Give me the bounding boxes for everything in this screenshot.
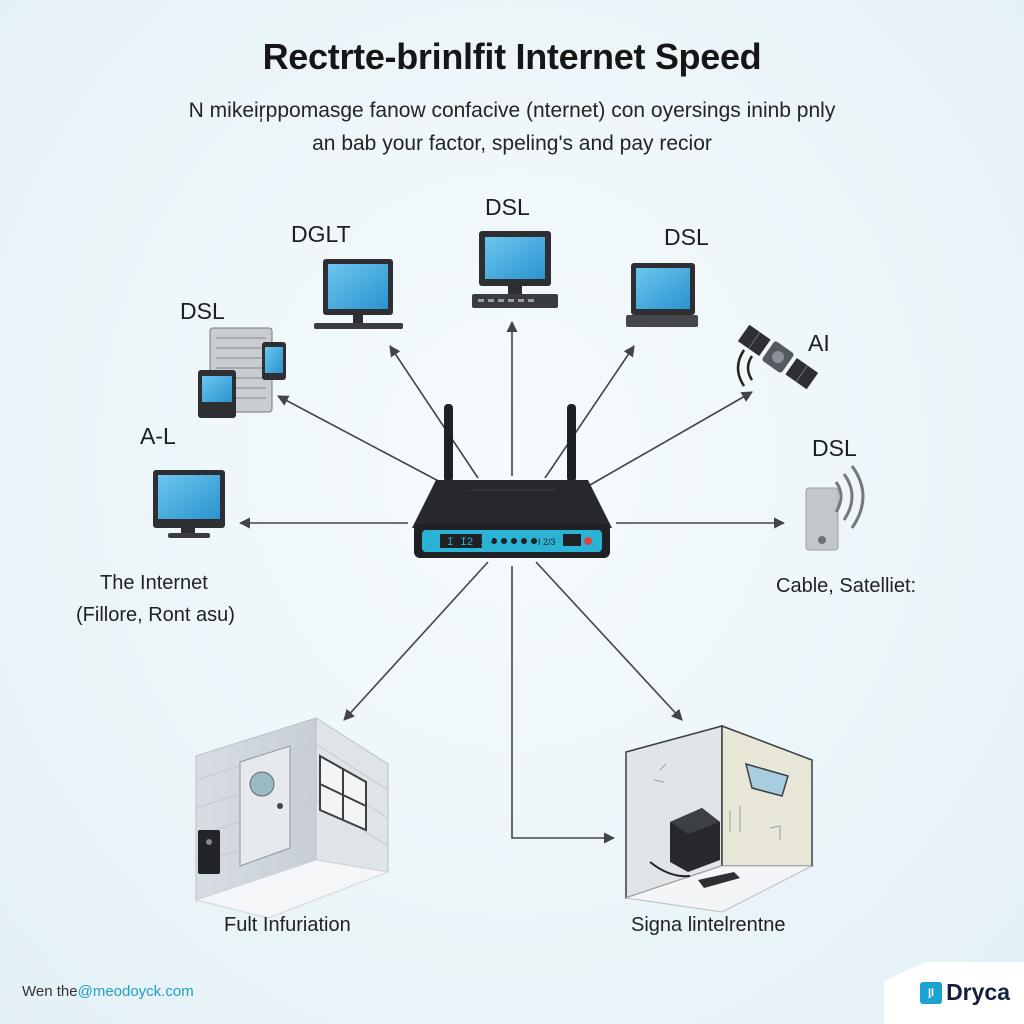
- router-icon: [412, 404, 612, 558]
- brand-logo: I̧I Dryca: [920, 979, 1010, 1006]
- devices-cluster-icon: [198, 327, 286, 418]
- room-right-illustration: [625, 724, 813, 913]
- footer-url: Wen the@meodoyck.com: [22, 983, 194, 1000]
- arrow-to-signal-room: [511, 566, 616, 844]
- label-dsl-right: DSL: [812, 435, 857, 461]
- subtitle-line-1: N mikeir̩ppomasge fanow confacive (ntern…: [188, 99, 836, 122]
- arrow-to-dsl-left: [277, 395, 447, 486]
- wireless-access-point-icon: [805, 465, 865, 551]
- caption-internet-line2: (Fillore, Ront asu): [76, 604, 235, 626]
- caption-internet-line1: The Internet: [100, 572, 208, 594]
- subtitle-line-2: an bab your factor, speling's and pay re…: [312, 132, 712, 155]
- label-dsl-top: DSL: [485, 194, 530, 220]
- caption-cable-satellite: Cable, Satelliet:: [776, 575, 917, 597]
- monitor-icon: [153, 470, 225, 538]
- arrow-to-satellite: [589, 391, 753, 486]
- arrow-to-room-right: [535, 561, 683, 721]
- router-display-text: I I2 I2: [447, 537, 493, 549]
- desktop-computer-icon: [472, 231, 558, 308]
- caption-full-infuriation: Fult Infuriation: [224, 914, 351, 936]
- caption-signal-interference: Signa lintelrentne: [631, 914, 786, 936]
- satellite-icon: [737, 324, 819, 390]
- brand-badge: [884, 962, 1024, 1024]
- monitor-icon: [314, 259, 403, 329]
- diagram-subtitle: N mikeir̩ppomasge fanow confacive (ntern…: [120, 94, 904, 160]
- room-left-illustration: [194, 717, 390, 919]
- laptop-icon: [626, 263, 698, 327]
- footer-link[interactable]: @meodoyck.com: [77, 983, 194, 1000]
- diagram-title: Rectrte-brinlfit Internet Speed: [262, 36, 762, 77]
- label-al: A-L: [140, 423, 176, 449]
- connection-arrows: [238, 320, 786, 844]
- footer-prefix: Wen the: [22, 983, 78, 1000]
- arrow-to-dsl-right-top: [544, 345, 635, 479]
- label-dsl-right-top: DSL: [664, 224, 709, 250]
- arrow-to-room-left: [343, 561, 489, 721]
- label-dsl-left: DSL: [180, 298, 225, 324]
- satellite-signal-icon: [736, 349, 754, 387]
- router-port-label: I 2/3: [538, 537, 556, 547]
- arrow-to-dglt: [389, 345, 479, 479]
- label-dglt: DGLT: [291, 221, 351, 247]
- brand-name: Dryca: [946, 979, 1010, 1005]
- brand-mark-icon: I̧I: [920, 981, 943, 1004]
- label-ai: AI: [808, 330, 830, 356]
